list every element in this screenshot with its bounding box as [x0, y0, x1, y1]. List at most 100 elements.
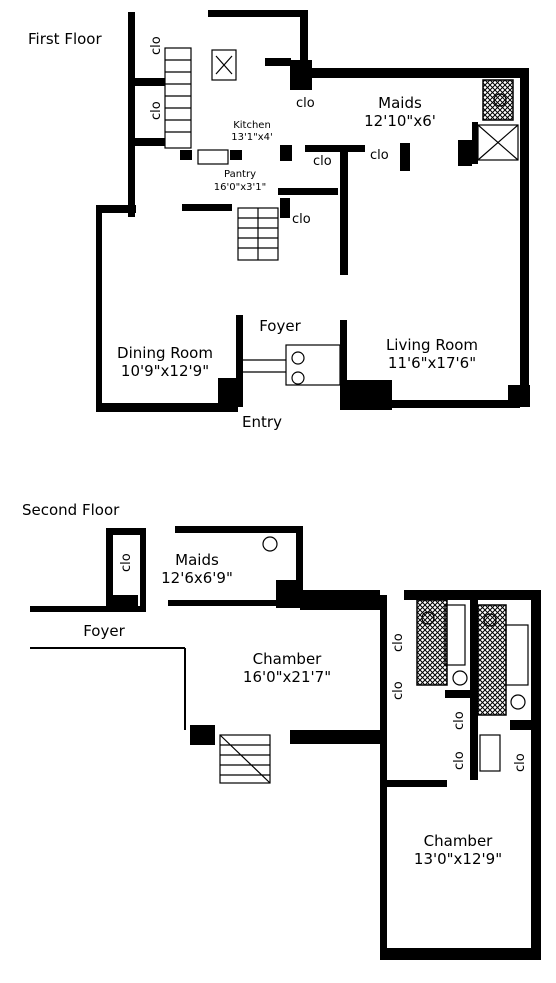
- sink-icon: [483, 613, 497, 627]
- wall: [387, 780, 447, 787]
- wall: [108, 595, 138, 609]
- toilet-icon: [452, 670, 468, 686]
- chamber-size: 13'0"x12'9": [414, 850, 502, 868]
- first-floor-plan: First Floor: [28, 10, 530, 431]
- pantry-size: 16'0"x3'1": [214, 182, 266, 193]
- wall: [96, 403, 236, 412]
- wall: [470, 600, 478, 780]
- wall: [280, 145, 292, 161]
- wall: [106, 528, 146, 535]
- stair: [219, 734, 271, 784]
- sink-icon: [493, 93, 507, 107]
- wall: [400, 143, 410, 171]
- bathtub: [505, 624, 529, 686]
- maids-room-size: 12'6x6'9": [161, 569, 233, 587]
- sink-icon: [291, 351, 305, 365]
- wall: [265, 58, 291, 66]
- wall: [230, 150, 242, 160]
- chamber-name: Chamber: [253, 650, 323, 668]
- wall: [96, 205, 102, 412]
- first-floor-title: First Floor: [28, 30, 102, 48]
- stair-treads: [165, 59, 191, 133]
- wall: [305, 145, 365, 152]
- x-mark-icon: [215, 55, 233, 75]
- wall: [340, 320, 347, 390]
- toilet-icon: [510, 694, 526, 710]
- closet-label: clo: [513, 753, 528, 772]
- x-mark-icon: [477, 124, 519, 161]
- closet-label: clo: [391, 681, 406, 700]
- foyer-name: Foyer: [259, 317, 301, 335]
- wall: [218, 378, 238, 412]
- maids-room-size: 12'10"x6': [364, 112, 436, 130]
- entry-label: Entry: [242, 413, 282, 431]
- second-floor-plan: Second Floor: [22, 501, 541, 960]
- closet-label: clo: [119, 553, 134, 572]
- kitchen-appliance: [211, 49, 237, 81]
- sink-icon: [262, 536, 278, 552]
- wall: [300, 10, 308, 68]
- kitchen-size: 13'1"x4': [231, 132, 272, 143]
- wall: [135, 138, 165, 146]
- closet-label: clo: [391, 633, 406, 652]
- closet-label: clo: [292, 212, 311, 227]
- wall: [340, 400, 520, 408]
- maids-room-name: Maids: [378, 94, 422, 112]
- closet-label: clo: [313, 154, 332, 169]
- wall: [520, 70, 529, 407]
- kitchen-name: Kitchen: [233, 120, 271, 131]
- dining-room-name: Dining Room: [117, 344, 213, 362]
- wall: [310, 68, 529, 78]
- closet-label: clo: [452, 751, 467, 770]
- wall: [404, 590, 541, 600]
- sink-icon: [421, 611, 435, 625]
- bath-tile: [477, 604, 507, 716]
- bath-tile: [416, 599, 448, 686]
- wall: [531, 595, 541, 960]
- stair-treads: [219, 734, 271, 784]
- wall: [445, 690, 470, 698]
- wall: [190, 725, 215, 745]
- wall: [472, 122, 478, 164]
- wall: [278, 188, 338, 195]
- living-room-size: 11'6"x17'6": [388, 354, 476, 372]
- chamber-size: 16'0"x21'7": [243, 668, 331, 686]
- stair-treads: [238, 208, 278, 260]
- entry-threshold: [243, 359, 286, 373]
- living-room-name: Living Room: [386, 336, 478, 354]
- window: [303, 593, 380, 601]
- bath-tile: [482, 79, 514, 121]
- shower: [479, 734, 501, 772]
- wall: [380, 948, 540, 960]
- wall: [168, 600, 280, 606]
- wall: [140, 528, 146, 608]
- wall: [175, 526, 303, 533]
- wall: [280, 198, 290, 218]
- foyer-closet-tile: [285, 344, 341, 386]
- wall: [208, 10, 308, 17]
- closet-label: clo: [296, 96, 315, 111]
- closet-label: clo: [149, 101, 164, 120]
- wall: [290, 730, 385, 744]
- closet-label: clo: [370, 148, 389, 163]
- wall: [106, 528, 113, 608]
- kitchen-stair: [164, 47, 192, 149]
- wall: [380, 595, 387, 960]
- closet-label: clo: [452, 711, 467, 730]
- second-floor-title: Second Floor: [22, 501, 120, 519]
- bathtub: [444, 604, 466, 666]
- pantry-name: Pantry: [224, 169, 256, 180]
- wall: [340, 145, 348, 275]
- dining-room-size: 10'9"x12'9": [121, 362, 209, 380]
- wall: [182, 204, 232, 211]
- wall: [128, 12, 135, 217]
- wall: [510, 720, 532, 730]
- wall: [458, 140, 472, 166]
- wall: [296, 526, 303, 606]
- chamber-name: Chamber: [424, 832, 494, 850]
- kitchen-counter: [197, 149, 229, 165]
- foyer-name: Foyer: [83, 622, 125, 640]
- wall: [236, 315, 243, 407]
- wall: [135, 78, 165, 86]
